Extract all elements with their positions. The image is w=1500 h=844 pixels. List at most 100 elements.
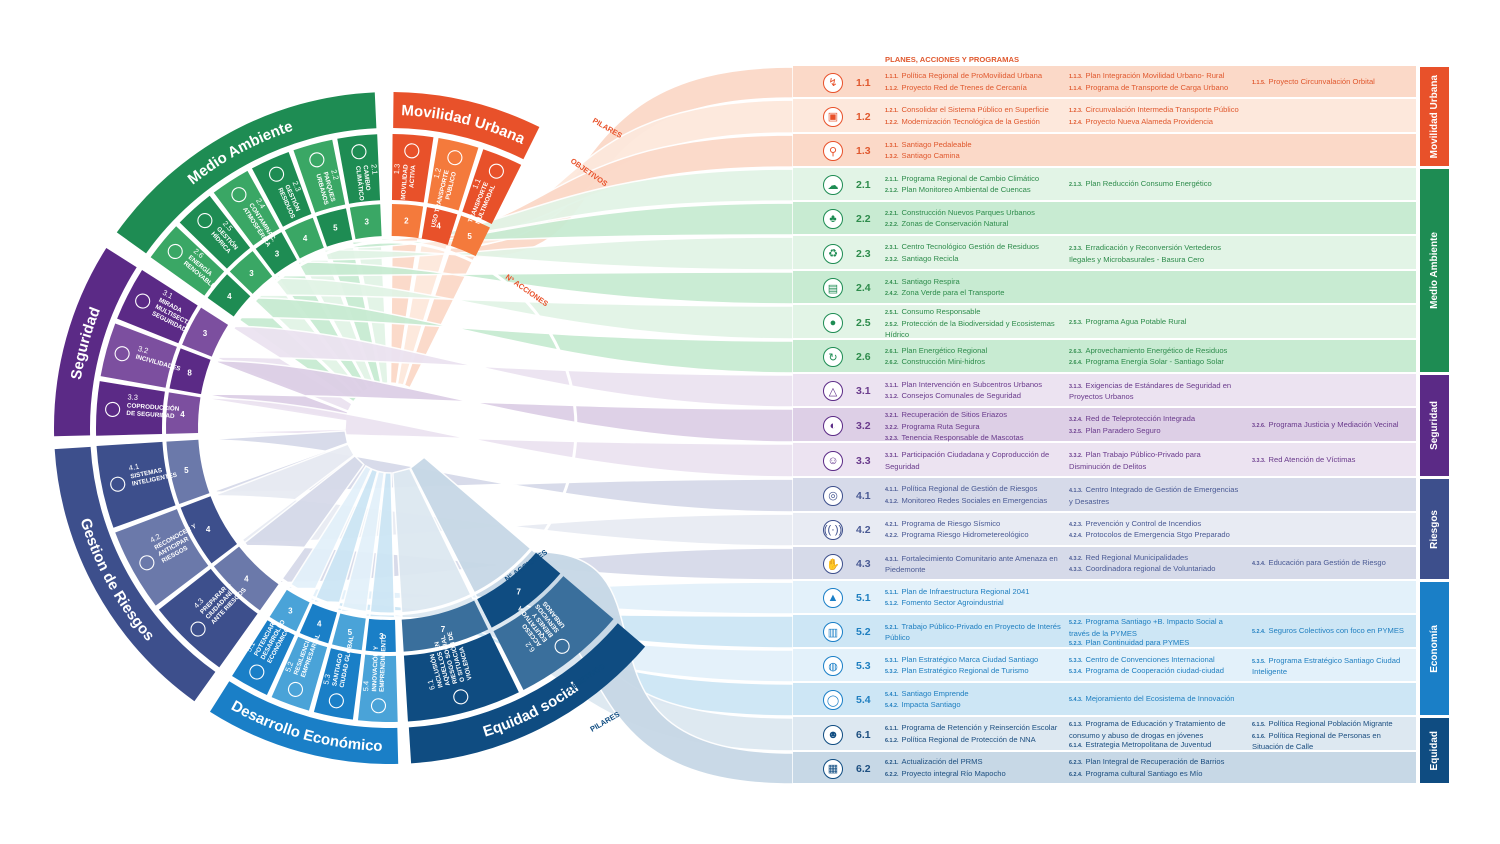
pillar-band: [54, 247, 137, 437]
bus-icon: ▣: [823, 106, 843, 127]
factory-icon: ▤: [823, 278, 843, 298]
action-item: 6.2.4.Programa cultural Santiago es Mío: [1069, 769, 1244, 781]
action-item: 6.1.6.Política Regional de Personas en S…: [1252, 731, 1412, 752]
action-number: 4.1.2.: [885, 498, 899, 505]
objective-name: RECONOCER YANTICIPARRIESGOS: [153, 522, 205, 564]
action-count: 8: [187, 368, 192, 377]
signal-icon: ((·)): [823, 520, 843, 540]
action-number: 3.2.6.: [1252, 422, 1266, 429]
action-text: Red Regional Municipalidades: [1085, 552, 1189, 562]
pillar-band: [116, 92, 377, 254]
action-text: Plan Estratégico Regional de Turismo: [901, 666, 1029, 676]
action-text: Prevención y Control de Incendios: [1085, 518, 1202, 528]
action-number: 1.1.2.: [885, 85, 899, 92]
signal-icon: [139, 555, 155, 571]
objective-segment: [313, 648, 362, 720]
objective-code: 5.2: [283, 660, 295, 673]
action-text: Consumo Responsable: [901, 307, 981, 316]
action-text: Programa Regional de Cambio Climático: [901, 173, 1040, 183]
action-text: Fortalecimiento Comunitario ante Amenaza…: [885, 553, 1058, 575]
objective-segment: [100, 323, 177, 388]
connector-band: [299, 236, 794, 390]
action-text: Plan Continuidad para PYMES: [1085, 638, 1190, 648]
action-number: 6.1.4.: [1069, 743, 1083, 750]
objective-code: 2.3: [290, 180, 302, 193]
action-text: Política Regional Población Migrante: [1268, 719, 1393, 728]
action-item: 4.1.3.Centro Integrado de Gestión de Eme…: [1069, 485, 1244, 506]
objective-code: 1.3: [856, 145, 871, 157]
action-item: 6.1.4.Estrategia Metropolitana de Juvent…: [1069, 740, 1244, 752]
pillar-tab-label: Economía: [1429, 624, 1440, 673]
action-item: 1.1.5.Proyecto Circunvalación Orbital: [1252, 77, 1412, 89]
action-item: 3.2.4.Red de Teleprotección Integrada: [1069, 414, 1244, 426]
action-count: 3: [379, 632, 384, 641]
objective-segment: [179, 195, 251, 269]
action-list: 5.2.4.Seguros Colectivos con foco en PYM…: [1252, 626, 1412, 638]
action-text: Plan Integración Movilidad Urbano- Rural: [1085, 71, 1225, 80]
group-icon: ☻: [823, 724, 843, 745]
action-item: 2.5.3.Programa Agua Potable Rural: [1069, 317, 1244, 329]
action-list: 3.1.1.Plan Intervención en Subcentros Ur…: [885, 380, 1063, 403]
action-number: 3.3.1.: [885, 453, 899, 459]
objective-name: MOVILIDADACTIVA: [400, 164, 417, 201]
pillar-tab: Seguridad: [1420, 375, 1449, 476]
action-count: 4: [180, 410, 185, 419]
action-text: Programa de Riesgo Sísmico: [901, 518, 1001, 528]
action-text: Proyecto Nueva Alameda Providencia: [1085, 116, 1213, 126]
action-text: Construcción Mini-hidros: [901, 357, 986, 367]
connector-band: [200, 397, 794, 478]
action-count-segment: [166, 439, 210, 504]
action-number: 3.2.2.: [885, 424, 899, 431]
objective-segment: [357, 654, 398, 722]
objective-code: 5.4: [856, 694, 871, 706]
action-item: 3.2.6.Programa Justicia y Mediación Veci…: [1252, 420, 1412, 432]
action-number: 6.2.4.: [1069, 771, 1083, 778]
objective-segment: [96, 441, 176, 528]
action-number: 5.4.1.: [885, 691, 899, 698]
action-text: Programa Energía Solar - Santiago Solar: [1085, 357, 1224, 367]
action-text: Política Regional de ProMovilidad Urbana: [901, 71, 1043, 80]
action-text: Programa de Cooperación ciudad-ciudad: [1085, 666, 1224, 676]
action-number: 1.2.3.: [1069, 108, 1083, 114]
action-count: 4: [317, 620, 322, 629]
action-number: 5.1.1.: [885, 589, 899, 596]
action-item: 4.3.4.Educación para Gestión de Riesgo: [1252, 558, 1412, 570]
action-number: 5.3.5.: [1252, 658, 1266, 665]
objective-code: 6.1: [856, 728, 871, 741]
action-item: 3.2.1.Recuperación de Sitios Eriazos: [885, 410, 1063, 422]
pillar-tab-label: Seguridad: [1429, 401, 1440, 450]
action-text: Zona Verde para el Transporte: [901, 288, 1005, 298]
action-text: Seguros Colectivos con foco en PYMES: [1268, 626, 1405, 635]
pillar-band: [54, 446, 216, 702]
action-count-segment: [207, 274, 251, 317]
action-item: 3.1.3.Exigencias de Estándares de Seguri…: [1069, 381, 1244, 402]
objective-name: CAMBIOCLIMÁTICO: [354, 165, 372, 201]
action-number: 2.3.3.: [1069, 246, 1083, 252]
action-count: 4: [303, 234, 308, 243]
action-text: Santiago Camina: [901, 151, 960, 161]
pillar-tab-label: Movilidad Urbana: [1429, 74, 1440, 159]
action-item: 2.4.1.Santiago Respira: [885, 277, 1063, 289]
action-text: Zonas de Conservación Natural: [901, 219, 1009, 229]
action-item: 2.5.2.Protección de la Biodiversidad y E…: [885, 319, 1063, 340]
objective-code: 3.1: [161, 288, 174, 301]
action-item: 2.1.3.Plan Reducción Consumo Energético: [1069, 179, 1244, 191]
action-item: 5.3.2.Plan Estratégico Regional de Turis…: [885, 666, 1063, 678]
action-number: 3.2.3.: [885, 436, 899, 443]
bike-icon: [404, 143, 420, 159]
action-list: 1.2.1.Consolidar el Sistema Público en S…: [885, 105, 1063, 128]
objective-code: 2.3: [856, 247, 871, 260]
objective-code: 1.3: [392, 163, 402, 174]
action-item: 5.1.1.Plan de Infraestructura Regional 2…: [885, 587, 1063, 599]
action-count-segment: [180, 496, 237, 564]
action-list: 4.1.3.Centro Integrado de Gestión de Eme…: [1069, 485, 1244, 506]
objective-code: 2.4: [856, 282, 871, 294]
pillar-tab-label: Riesgos: [1429, 509, 1440, 549]
